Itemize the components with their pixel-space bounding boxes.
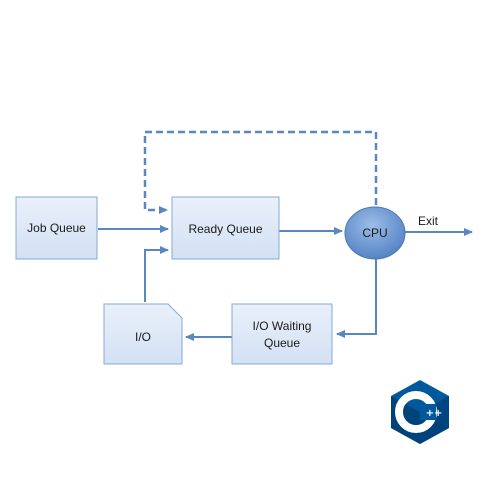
edge-cpu-to-ready-dashed (143, 130, 378, 214)
io-label: I/O (135, 330, 151, 344)
io-waiting-label-line1: I/O Waiting (253, 319, 312, 333)
exit-label: Exit (418, 214, 439, 228)
node-io-waiting-queue: I/O Waiting Queue (231, 303, 333, 365)
node-cpu: CPU (344, 206, 406, 260)
io-waiting-label-line2: Queue (264, 336, 300, 350)
ready-queue-label: Ready Queue (188, 222, 262, 236)
job-queue-label: Job Queue (27, 221, 86, 235)
edges (98, 130, 473, 341)
cpu-label: CPU (362, 226, 387, 240)
edge-io-to-ready (144, 246, 169, 302)
edge-cpu-to-io-waiting (336, 258, 377, 338)
cpp-logo-plus: ++ (426, 408, 443, 419)
node-job-queue: Job Queue (15, 196, 98, 260)
node-io: I/O (103, 303, 183, 365)
node-ready-queue: Ready Queue (171, 196, 280, 260)
cpp-logo-icon: ++ (391, 380, 449, 444)
